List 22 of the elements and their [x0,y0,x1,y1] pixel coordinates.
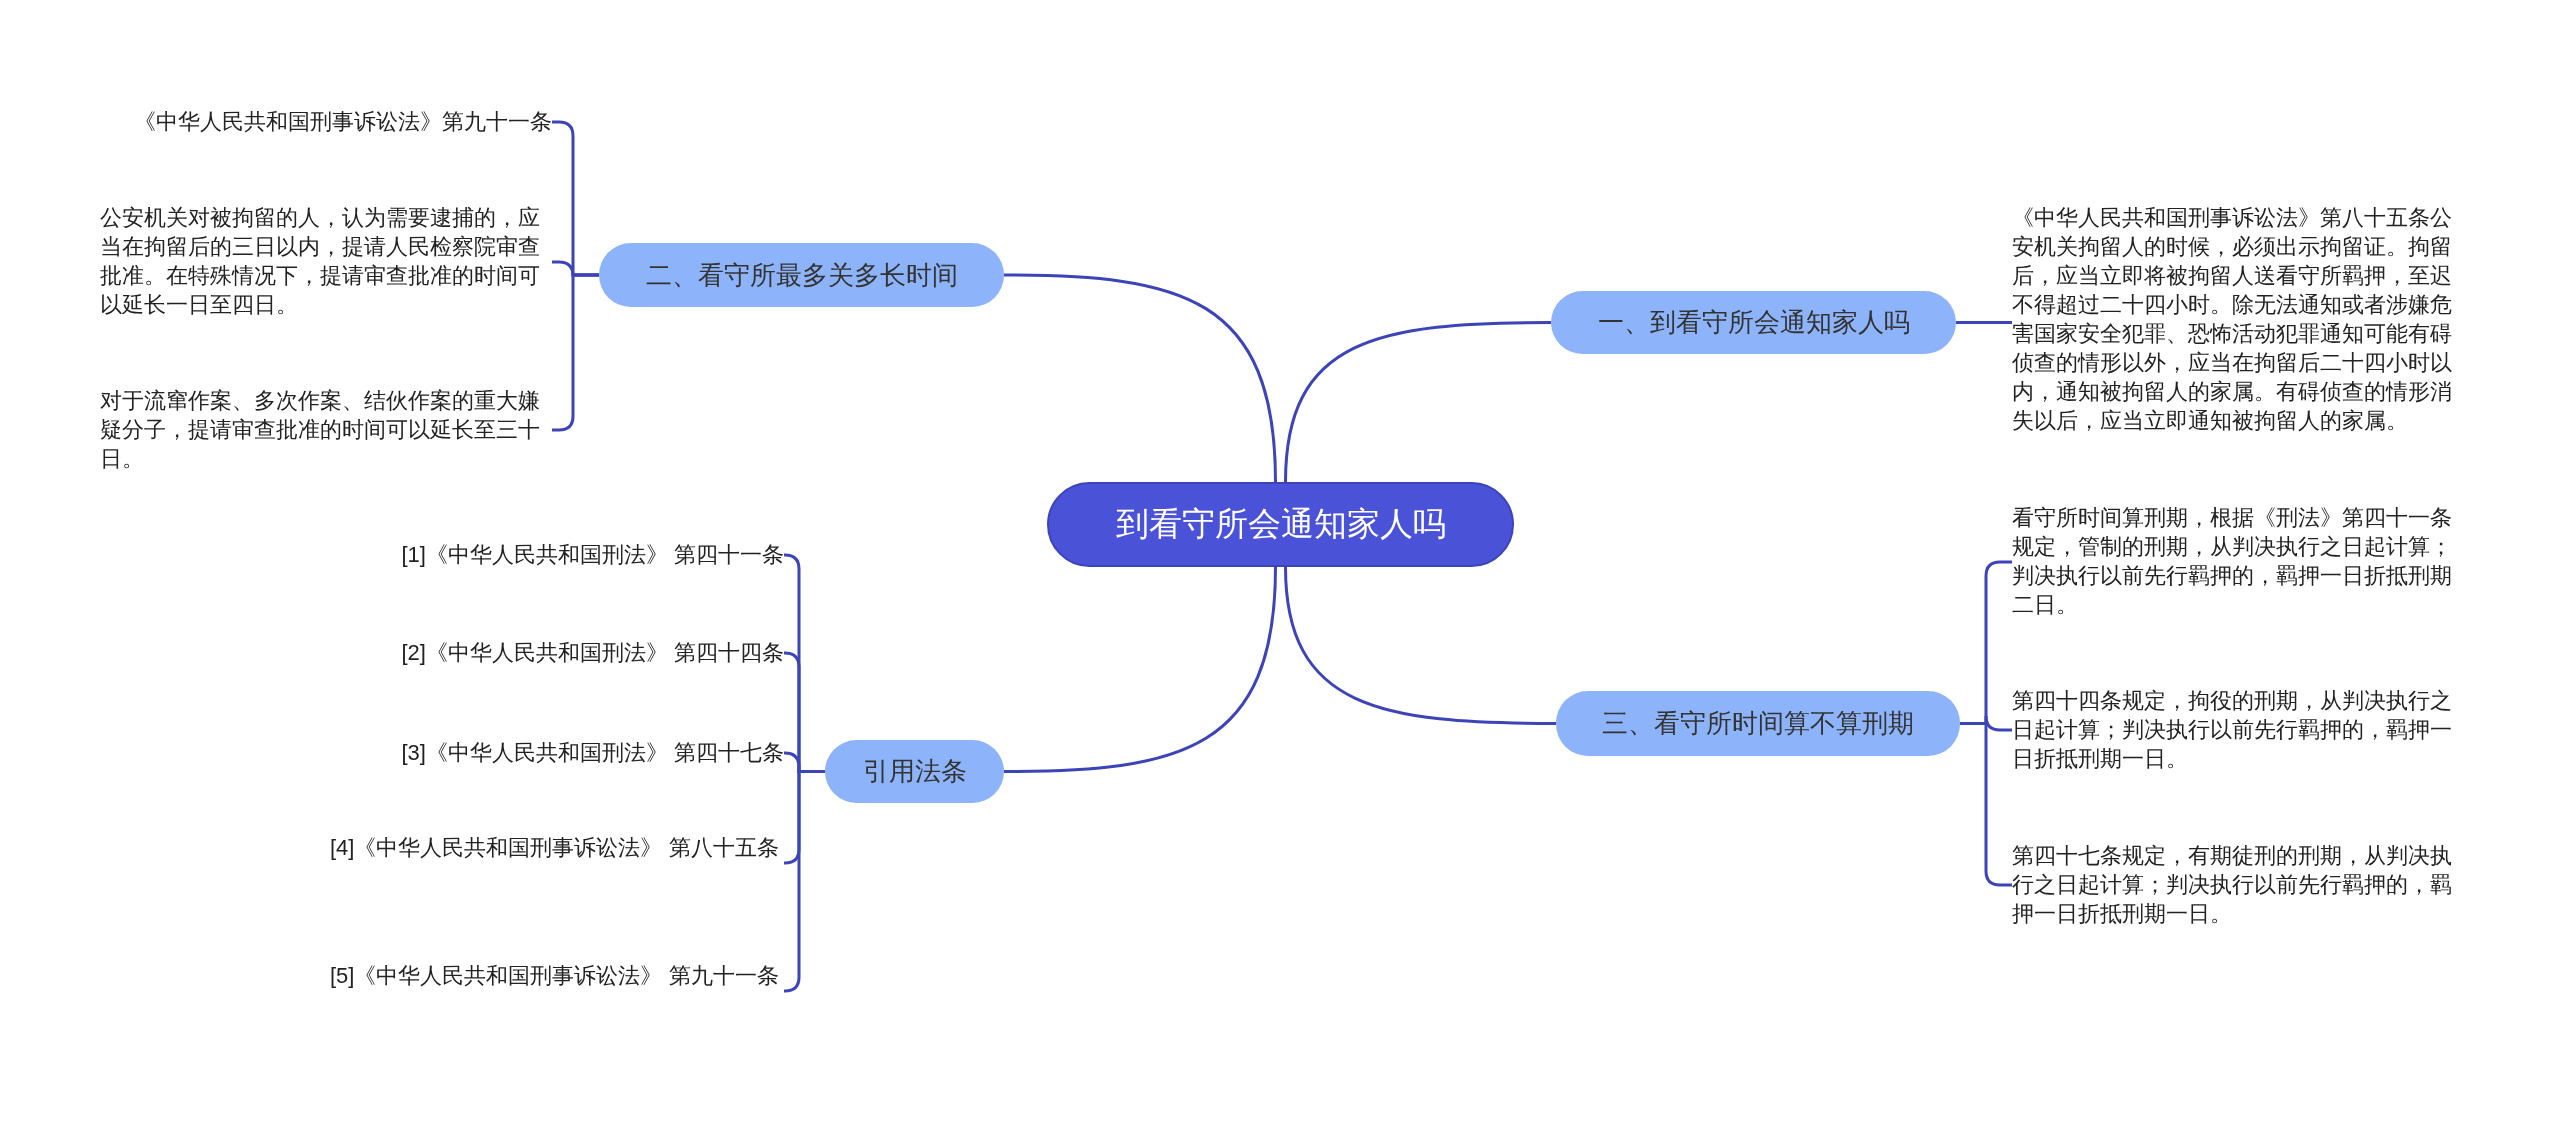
topic-pill: 三、看守所时间算不算刑期 [1556,691,1960,756]
topic-text: 公安机关对被拘留的人，认为需要逮捕的，应当在拘留后的三日以内，提请人民检察院审查批准。在特殊情况下，提请审查批准的时间可以延长一日至四日。 [100,203,552,321]
topic-text: [1]《中华人民共和国刑法》 第四十一条 [330,540,784,570]
topic-text: [3]《中华人民共和国刑法》 第四十七条 [330,738,784,768]
topic-text: [2]《中华人民共和国刑法》 第四十四条 [330,638,784,668]
topic-pill: 一、到看守所会通知家人吗 [1551,291,1956,354]
topic-pill: 二、看守所最多关多长时间 [599,243,1004,307]
topic-text: [4]《中华人民共和国刑事诉讼法》 第八十五条 [330,833,784,893]
topic-text: [5]《中华人民共和国刑事诉讼法》 第九十一条 [330,961,784,1021]
connector-line [1284,321,1551,483]
topic-text: 《中华人民共和国刑事诉讼法》第九十一条 [100,107,552,137]
connector-line [1004,273,1277,483]
connector-line [1956,321,2012,324]
topic-pill: 引用法条 [825,740,1004,803]
connector-line [1284,566,1556,725]
topic-text: 第四十七条规定，有期徒刑的刑期，从判决执行之日起计算；判决执行以前先行羁押的，羁押一日折抵刑期一日。 [2012,841,2464,929]
topic-text: 第四十四条规定，拘役的刑期，从判决执行之日起计算；判决执行以前先行羁押的，羁押一日折抵刑期一日。 [2012,686,2464,774]
connector-line [1004,566,1277,773]
topic-text: 对于流窜作案、多次作案、结伙作案的重大嫌疑分子，提请审查批准的时间可以延长至三十日。 [100,386,552,474]
topic-text: 《中华人民共和国刑事诉讼法》第八十五条公安机关拘留人的时候，必须出示拘留证。拘留后，应当立即将被拘留人送看守所羁押，至迟不得超过二十四小时。除无法通知或者涉嫌危害国家安全犯罪、恐怖活动犯罪通知可能有碍侦查的情形以外，应当在拘留后二十四小时以内，通知被拘留人的家属。有碍侦查的情形消失以后，应当立即通知被拘留人的家属。 [2012,203,2464,439]
central-topic: 到看守所会通知家人吗 [1047,482,1514,567]
topic-text: 看守所时间算刑期，根据《刑法》第四十一条规定，管制的刑期，从判决执行之日起计算；判决执行以前先行羁押的，羁押一日折抵刑期二日。 [2012,503,2464,621]
